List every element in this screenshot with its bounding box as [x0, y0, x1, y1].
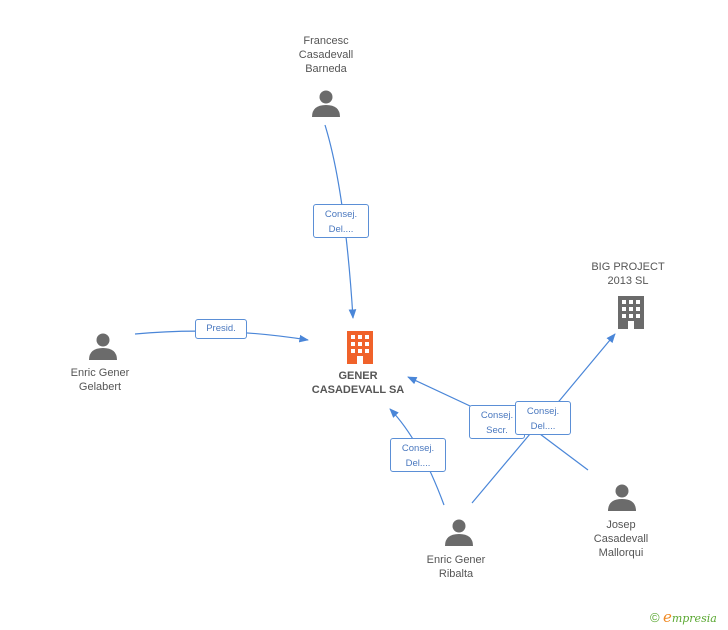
node-label-enric-ribalta[interactable]: Enric Gener Ribalta: [406, 553, 506, 581]
node-label-big-project[interactable]: BIG PROJECT 2013 SL: [578, 260, 678, 288]
label-line: Mallorqui: [598, 547, 644, 559]
edge-josep-to-relation: [539, 433, 589, 471]
label-line: Casadevall: [593, 533, 649, 545]
relation-badge-francesc[interactable]: Consej. Del....: [313, 204, 369, 238]
building-icon[interactable]: [614, 294, 648, 330]
relation-line: Secr.: [486, 425, 508, 436]
relation-line: Presid.: [206, 323, 236, 334]
label-line: Francesc: [303, 35, 349, 47]
relation-badge-ribalta-del[interactable]: Consej. Del....: [390, 438, 446, 472]
relation-badge-ribalta-big[interactable]: Consej. Del....: [515, 401, 571, 435]
building-icon[interactable]: [343, 329, 377, 365]
label-line: CASADEVALL SA: [311, 384, 405, 396]
label-line: Enric Gener: [70, 367, 130, 379]
relation-badge-gelabert[interactable]: Presid.: [195, 319, 247, 339]
node-label-main-company[interactable]: GENER CASADEVALL SA: [298, 369, 418, 397]
relation-line: Del....: [405, 458, 431, 469]
label-line: 2013 SL: [607, 275, 649, 287]
relation-line: Consej.: [480, 410, 514, 421]
copyright-symbol: ©: [650, 610, 660, 625]
label-line: GENER: [338, 370, 378, 382]
label-line: Gelabert: [78, 381, 122, 393]
label-line: Ribalta: [438, 568, 474, 580]
node-label-josep[interactable]: Josep Casadevall Mallorqui: [571, 518, 671, 560]
label-line: Enric Gener: [426, 554, 486, 566]
node-label-enric-gelabert[interactable]: Enric Gener Gelabert: [50, 366, 150, 394]
footer-brand[interactable]: © empresia: [650, 608, 717, 628]
brand-logo-text: mpresia: [671, 612, 717, 625]
relation-line: Del....: [530, 421, 556, 432]
brand-logo-e: e: [662, 608, 672, 626]
label-line: BIG PROJECT: [591, 261, 665, 273]
node-label-francesc[interactable]: Francesc Casadevall Barneda: [276, 34, 376, 76]
label-line: Casadevall: [298, 49, 354, 61]
label-line: Josep: [606, 519, 636, 531]
relation-line: Consej.: [324, 209, 358, 220]
person-icon[interactable]: [444, 517, 474, 547]
person-icon[interactable]: [88, 331, 118, 361]
person-icon[interactable]: [607, 482, 637, 512]
label-line: Barneda: [305, 63, 347, 75]
relation-line: Del....: [328, 224, 354, 235]
relation-line: Consej.: [401, 443, 435, 454]
relation-line: Consej.: [526, 406, 560, 417]
person-icon[interactable]: [311, 88, 341, 118]
